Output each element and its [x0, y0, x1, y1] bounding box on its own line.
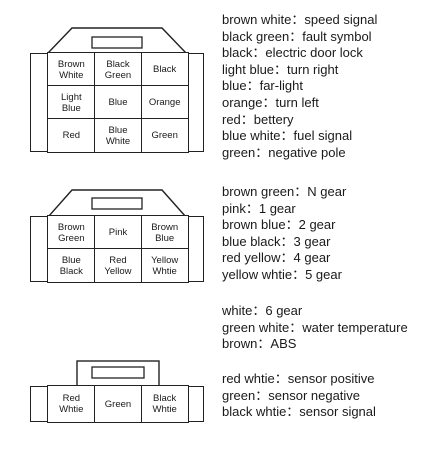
- connector-2-pin: Red Yellow: [94, 248, 142, 283]
- legend-item: green：negative pole: [222, 144, 346, 160]
- legend-item: white：6 gear: [222, 303, 303, 318]
- legend-item: red whtie：sensor positive: [222, 371, 375, 386]
- connector-3-pin: Black Whtie: [140, 385, 189, 423]
- connector-1-pin: Brown White: [47, 52, 96, 87]
- connector-2-pin: Yellow Whtie: [140, 248, 189, 283]
- connector-2-latch: [48, 189, 187, 218]
- connector-1-latch: [48, 27, 187, 54]
- connector-1-pin: Blue White: [94, 118, 142, 153]
- legend-item: blue black：3 gear: [222, 233, 331, 249]
- legend-item: orange：turn left: [222, 94, 319, 110]
- legend-item: red：bettery: [222, 111, 294, 127]
- legend-item: black whtie：sensor signal: [222, 404, 376, 420]
- legend-item: blue white：fuel signal: [222, 128, 353, 144]
- connector-2-pin: Brown Green: [47, 215, 96, 250]
- legend-item: black：electric door lock: [222, 45, 363, 61]
- connector-1-pin: Light Blue: [47, 85, 96, 120]
- connector-2-pin: Blue Black: [47, 248, 96, 283]
- connector-2-pin: Brown Blue: [140, 215, 189, 250]
- legend-item: pink：1 gear: [222, 200, 296, 216]
- connector-1-pin: Red: [47, 118, 96, 153]
- connector-1-pin: Orange: [140, 85, 189, 120]
- legend-item: black green：fault symbol: [222, 28, 372, 44]
- connector-3-pin: Red Whtie: [47, 385, 96, 423]
- legend-item: blue：far-light: [222, 78, 303, 94]
- connector-3-latch: [76, 360, 160, 388]
- legend-item: brown：ABS: [222, 336, 297, 352]
- legend-item: green：sensor negative: [222, 387, 361, 403]
- connector-3-pin: Green: [94, 385, 142, 423]
- legend-item: red yellow：4 gear: [222, 250, 331, 266]
- connector-2-pin: Pink: [94, 215, 142, 250]
- connector-1-pin: Blue: [94, 85, 142, 120]
- legend-item: yellow whtie：5 gear: [222, 266, 342, 282]
- legend-item: light blue：turn right: [222, 61, 339, 77]
- connector-1-pin: Black Green: [94, 52, 142, 87]
- legend-item: green white：water temperature: [222, 319, 408, 335]
- legend-item: brown green：N gear: [222, 184, 347, 199]
- connector-1-pin: Black: [140, 52, 189, 87]
- legend-item: brown white：speed signal: [222, 12, 378, 27]
- legend-item: brown blue：2 gear: [222, 217, 336, 233]
- connector-1-pin: Green: [140, 118, 189, 153]
